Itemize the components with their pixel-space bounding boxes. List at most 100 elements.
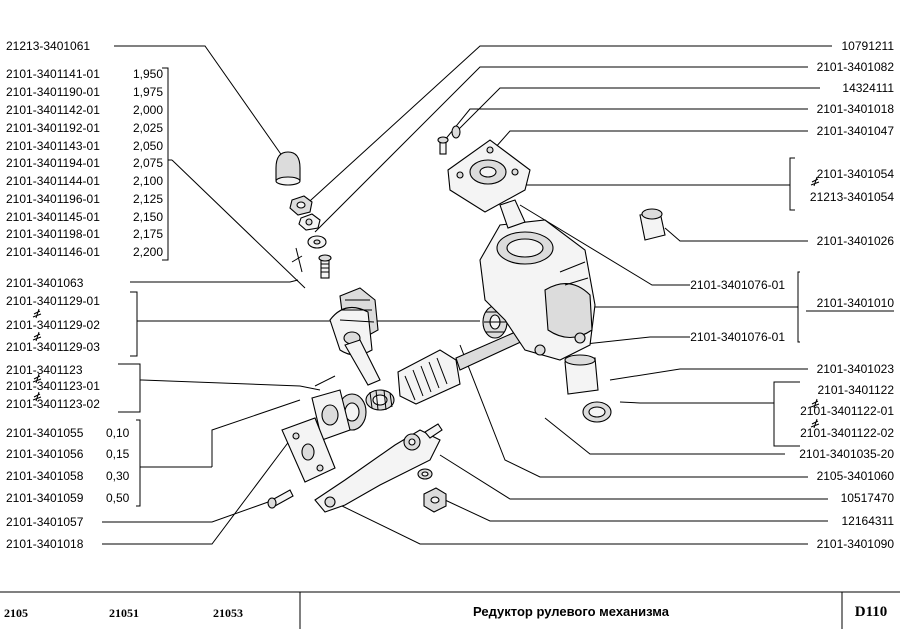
variant-code: 2101-3401122-02 [800,426,894,440]
model-21053: 21053 [213,606,243,620]
page-title: Редуктор рулевого механизма [473,604,670,619]
shim-value: 1,975 [133,85,163,99]
label-14324111: 14324111 [842,81,894,95]
shim-value: 0,15 [106,447,130,461]
variant-code: 21213-3401054 [810,190,894,204]
label-2101-3401018-left: 2101-3401018 [6,537,84,551]
adjust-nut [289,195,313,216]
shaft-seal [582,401,612,423]
label-2101-3401026: 2101-3401026 [817,234,895,248]
page-code: D110 [855,604,888,620]
variant-code: 2101-3401122-01 [800,404,894,418]
dust-cap [275,151,301,186]
label-2105-3401060: 2105-3401060 [817,469,895,483]
variant-marks [32,176,820,429]
shim-code: 2101-3401194-01 [6,156,100,170]
bushing-upper [639,208,666,241]
variant-code: 2101-3401123-02 [6,397,100,411]
shim-code: 2101-3401141-01 [6,67,100,81]
top-cover [447,139,531,213]
shim-value: 2,025 [133,121,163,135]
label-2101-3401063: 2101-3401063 [6,276,84,290]
model-2105: 2105 [4,606,28,620]
left-labels: 21213-3401061 2101-3401141-01 1,950 2101-… [6,39,163,551]
label-10791211: 10791211 [842,39,895,53]
shim-code: 2101-3401146-01 [6,245,100,259]
leader-lines [102,45,832,545]
label-2101-3401076-01-lower: 2101-3401076-01 [690,330,785,344]
shim-code: 2101-3401142-01 [6,103,100,117]
shim-value: 0,10 [106,426,130,440]
shim-code: 2101-3401196-01 [6,192,100,206]
variant-code: 2101-3401129-01 [6,294,100,308]
label-group-2101-3401123: 2101-3401123 2101-3401123-01 2101-340112… [6,363,100,411]
label-2101-3401023: 2101-3401023 [817,362,895,376]
model-21051: 21051 [109,606,139,620]
shim-code: 2101-3401190-01 [6,85,100,99]
shim-code: 2101-3401059 [6,491,84,505]
variant-code: 2101-3401122 [817,383,894,397]
footer: 2105 21051 21053 Редуктор рулевого механ… [0,591,900,629]
label-12164311: 12164311 [842,514,895,528]
variant-code: 2101-3401054 [817,167,895,181]
label-2101-3401090: 2101-3401090 [817,537,895,551]
variant-code: 2101-3401123 [6,363,83,377]
pitman-washer [417,468,433,480]
variant-code: 2101-3401123-01 [6,379,100,393]
variant-code: 2101-3401129-02 [6,318,100,332]
shim-value: 2,100 [133,174,163,188]
end-cover [281,417,336,483]
label-2101-3401082: 2101-3401082 [817,60,895,74]
shim-value: 1,950 [133,67,163,81]
lock-washer [298,213,321,231]
cover-bolt [437,136,449,155]
shim-code: 2101-3401056 [6,447,84,461]
worm-shaft [397,329,526,405]
label-group-shims-2: 2101-3401055 0,10 2101-3401056 0,15 2101-3… [6,426,130,505]
roller-bearing-lower [365,389,395,411]
shim-value: 2,200 [133,245,163,259]
shim-value: 2,125 [133,192,163,206]
label-10517470: 10517470 [841,491,895,505]
pitman-nut [423,487,447,513]
label-2101-3401035-20: 2101-3401035-20 [799,447,894,461]
label-21213-3401061: 21213-3401061 [6,39,90,53]
shim-code: 2101-3401058 [6,469,84,483]
shim-code: 2101-3401143-01 [6,139,100,153]
washer [307,235,327,249]
shim-value: 0,30 [106,469,130,483]
variant-code: 2101-3401129-03 [6,340,100,354]
shim-code: 2101-3401145-01 [6,210,100,224]
shim-code: 2101-3401055 [6,426,84,440]
gear-housing [479,199,596,361]
shim-value: 0,50 [106,491,130,505]
shim-value: 2,050 [133,139,163,153]
label-2101-3401047: 2101-3401047 [817,124,895,138]
label-2101-3401018-right: 2101-3401018 [817,102,895,116]
right-labels: 10791211 2101-3401082 14324111 2101-3401… [690,39,894,551]
bushing-lower [564,354,599,395]
shim-value: 2,150 [133,210,163,224]
label-group-shims-1: 2101-3401141-01 1,950 2101-3401190-01 1,97… [6,67,163,259]
shim-value: 2,000 [133,103,163,117]
brackets [118,67,800,507]
exploded-parts [267,125,666,513]
shim-code: 2101-3401198-01 [6,227,100,241]
end-cover-bolt [267,489,294,509]
shim-value: 2,075 [133,156,163,170]
shim-code: 2101-3401144-01 [6,174,100,188]
axis-mark [314,375,336,387]
axis-mark [291,247,303,273]
shim-code: 2101-3401192-01 [6,121,100,135]
shim-value: 2,175 [133,227,163,241]
adjusting-screw [318,254,332,279]
pitman-arm [314,423,443,513]
label-2101-3401076-01-upper: 2101-3401076-01 [690,278,785,292]
spring-washer [451,125,461,139]
label-2101-3401010: 2101-3401010 [817,296,895,310]
label-group-2101-3401129: 2101-3401129-01 2101-3401129-02 2101-340… [6,294,100,354]
roller-shaft [329,287,381,386]
label-2101-3401057: 2101-3401057 [6,515,84,529]
